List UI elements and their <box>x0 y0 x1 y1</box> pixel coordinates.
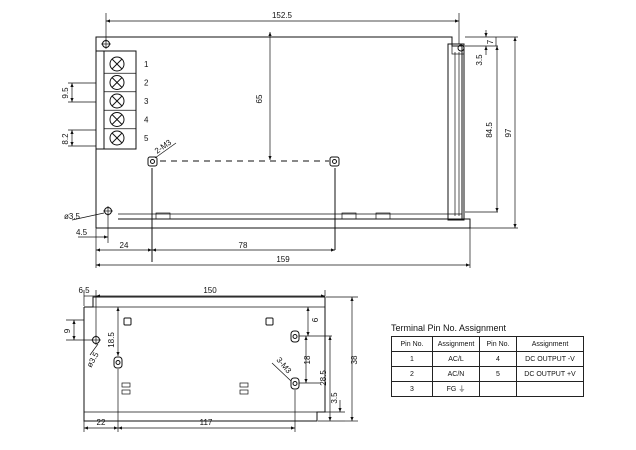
label-mount-2m3: 2-M3 <box>153 137 174 155</box>
table-row: 1 AC/L 4 DC OUTPUT -V <box>391 351 584 367</box>
dim-base-width: 159 <box>276 255 290 264</box>
header-pin-no-2: Pin No. <box>479 336 517 352</box>
table-cell: 4 <box>479 351 517 367</box>
pin-table-header: Pin No. Assignment Pin No. Assignment <box>391 336 584 352</box>
table-cell <box>516 381 584 397</box>
label-side-corner-hole: ø3.5 <box>85 350 101 369</box>
terminal-screw-2 <box>104 75 136 93</box>
dim-mount-spacing-v: 65 <box>255 94 264 103</box>
side-view-outline <box>83 296 326 422</box>
pin-table: Pin No. Assignment Pin No. Assignment 1 … <box>391 336 584 397</box>
table-cell: 2 <box>391 366 433 382</box>
dim-tab-height: 3.5 <box>475 54 484 66</box>
table-row: 2 AC/N 5 DC OUTPUT +V <box>391 366 584 382</box>
pin-table-title: Terminal Pin No. Assignment <box>391 323 507 333</box>
side-view: 6.5 150 9 18.5 ø3.5 9 18 28.5 3.5 38 3-M… <box>63 286 359 432</box>
dim-side-width: 150 <box>203 286 217 295</box>
dim-hole-offset-right: 7 <box>486 39 495 44</box>
dim-bottom-left: 22 <box>97 418 106 427</box>
side-mount-right-top <box>290 330 300 343</box>
table-cell: DC OUTPUT +V <box>516 366 584 382</box>
terminal-number: 2 <box>144 79 149 88</box>
dim-height-overall: 97 <box>504 128 513 137</box>
dim-overall-height: 38 <box>350 355 359 364</box>
side-mount-right-bottom <box>290 377 300 390</box>
pin-assignment-table: Terminal Pin No. Assignment Pin No. Assi… <box>391 323 584 397</box>
terminal-screw-4 <box>104 112 136 130</box>
table-cell: 5 <box>479 366 517 382</box>
table-cell: 3 <box>391 381 433 397</box>
terminal-number: 4 <box>144 116 149 125</box>
dim-tab-offset: 6.5 <box>78 286 90 295</box>
header-assignment-2: Assignment <box>516 336 584 352</box>
terminal-screw-3 <box>104 93 136 111</box>
table-cell <box>479 381 517 397</box>
dim-right-mount-spacing: 18 <box>303 355 312 364</box>
dim-left-hole-offset: 4.5 <box>76 228 88 237</box>
dim-terminal-pitch: 9.5 <box>61 87 70 99</box>
table-cell: AC/N <box>432 366 480 382</box>
dim-small-offset: 3.5 <box>330 392 339 404</box>
label-mount-3m3: 3-M3 <box>274 356 293 376</box>
table-cell: DC OUTPUT -V <box>516 351 584 367</box>
table-row: 3 FG ⏚ <box>391 381 584 397</box>
terminal-number: 3 <box>144 97 149 106</box>
top-view: 1 2 3 4 5 152.5 65 3.5 <box>61 11 518 268</box>
label-corner-hole: ø3.5 <box>64 212 81 221</box>
dim-overall-width: 152.5 <box>272 11 293 20</box>
dim-right-height: 28.5 <box>319 370 328 386</box>
dim-right-top-offset: 9 <box>310 318 319 323</box>
top-view-outline <box>95 36 471 229</box>
dim-hole-height: 9 <box>63 328 72 333</box>
dim-mount-spacing-h: 78 <box>239 241 248 250</box>
dim-left-mount-height: 18.5 <box>107 332 116 348</box>
terminal-screw-1 <box>104 56 136 74</box>
side-mount-left <box>113 356 123 369</box>
mount-hole-right <box>329 156 340 167</box>
dim-mount-offset-left: 24 <box>120 241 129 250</box>
dim-bottom-span: 117 <box>200 418 213 427</box>
mount-hole-left <box>147 156 158 167</box>
table-cell: FG ⏚ <box>432 381 480 397</box>
table-cell: AC/L <box>432 351 480 367</box>
dim-height-inner: 84.5 <box>485 122 494 138</box>
terminal-number: 1 <box>144 60 149 69</box>
dim-terminal-edge: 8.2 <box>61 133 70 145</box>
table-cell: 1 <box>391 351 433 367</box>
terminal-block: 1 2 3 4 5 <box>95 50 149 150</box>
terminal-number: 5 <box>144 134 149 143</box>
top-right-hole <box>457 44 465 52</box>
header-assignment-1: Assignment <box>432 336 480 352</box>
terminal-screw-5 <box>109 130 125 146</box>
header-pin-no-1: Pin No. <box>391 336 433 352</box>
